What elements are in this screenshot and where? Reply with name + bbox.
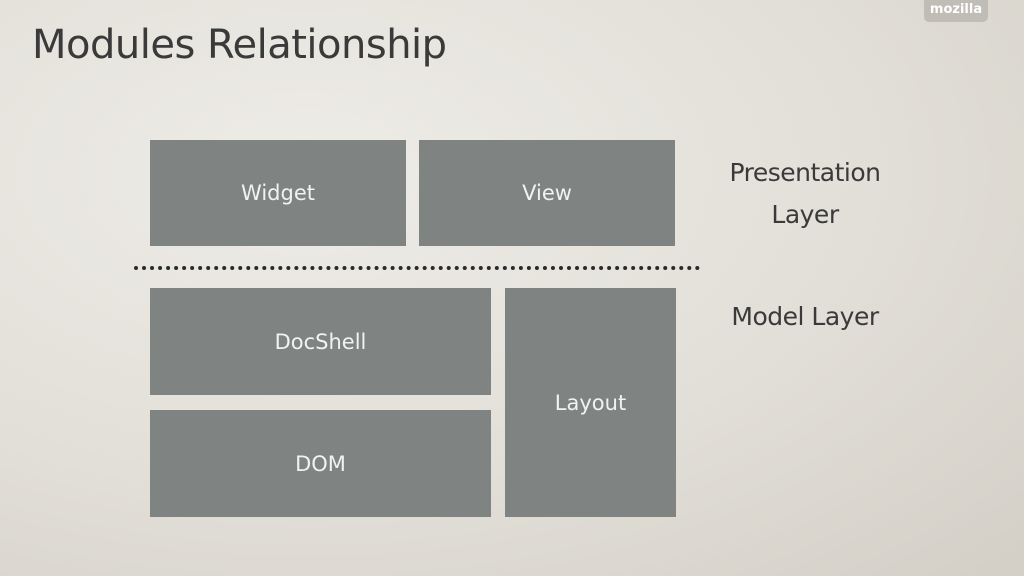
slide-title: Modules Relationship xyxy=(32,22,447,68)
widget-module-label: Widget xyxy=(241,181,315,205)
dom-module-box: DOM xyxy=(150,410,491,517)
model-layer-label: Model Layer xyxy=(731,302,879,331)
docshell-module-label: DocShell xyxy=(274,329,367,354)
layout-module-box: Layout xyxy=(505,288,676,517)
view-module-box: View xyxy=(419,140,675,246)
dom-module-label: DOM xyxy=(295,451,346,476)
docshell-module-box: DocShell xyxy=(150,288,491,395)
layout-module-label: Layout xyxy=(554,390,627,415)
presentation-layer-label-line2: Layer xyxy=(771,200,839,229)
layer-separator-dotted-line xyxy=(134,266,700,270)
widget-module-box: Widget xyxy=(150,140,406,246)
presentation-layer-label: Presentation Layer xyxy=(700,152,910,236)
view-module-label: View xyxy=(522,181,572,205)
mozilla-logo: mozilla xyxy=(924,0,988,22)
presentation-layer-label-line1: Presentation xyxy=(729,158,881,187)
